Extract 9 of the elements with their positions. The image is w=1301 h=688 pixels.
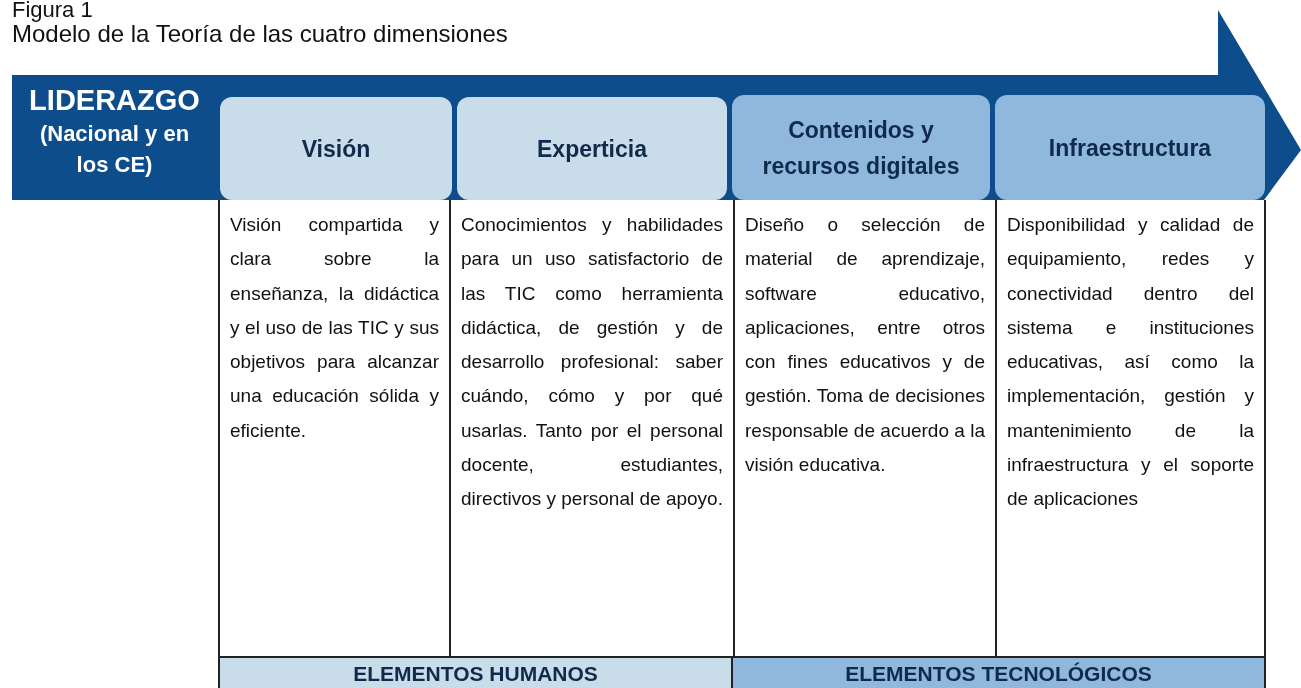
category-band: ELEMENTOS HUMANOS [218, 656, 733, 688]
dimension-header: Contenidos y recursos digitales [732, 95, 990, 200]
category-band: ELEMENTOS TECNOLÓGICOS [731, 656, 1266, 688]
dimension-header: Visión [220, 97, 452, 200]
leadership-subtitle: (Nacional y en los CE) [39, 120, 190, 179]
figure-number: Figura 1 [12, 0, 93, 23]
dimension-header: Experticia [457, 97, 727, 200]
dimension-header: Infraestructura [995, 95, 1265, 200]
leadership-title: LIDERAZGO [28, 83, 201, 118]
